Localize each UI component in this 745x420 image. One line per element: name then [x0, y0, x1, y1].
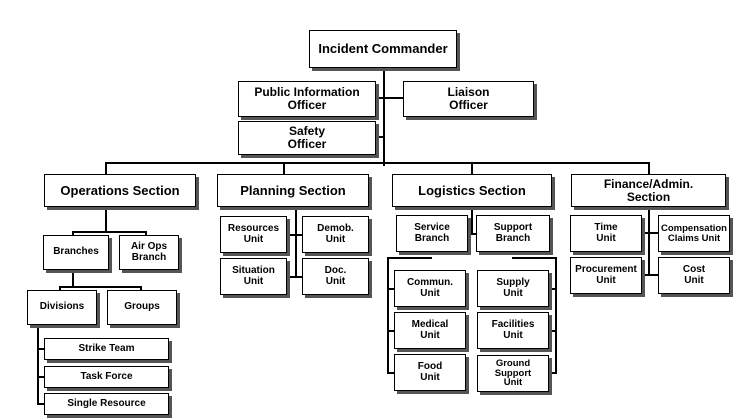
- single-resource-box: Single Resource: [44, 393, 169, 415]
- incident-commander-box: Incident Commander: [309, 30, 457, 68]
- medical-unit-box: Medical Unit: [394, 312, 466, 349]
- finance-admin-section-box: Finance/Admin. Section: [571, 174, 726, 207]
- ground-support-unit-box: Ground Support Unit: [477, 355, 549, 392]
- situation-unit-box: Situation Unit: [220, 258, 287, 295]
- support-branch-box: Support Branch: [476, 215, 550, 252]
- branches-box: Branches: [43, 235, 109, 270]
- facilities-unit-box: Facilities Unit: [477, 312, 549, 349]
- resources-unit-box: Resources Unit: [220, 216, 287, 253]
- commun-unit-box: Commun. Unit: [394, 270, 466, 307]
- time-unit-box: Time Unit: [570, 215, 642, 252]
- food-unit-box: Food Unit: [394, 354, 466, 391]
- safety-officer-box: Safety Officer: [238, 121, 376, 155]
- air-ops-branch-box: Air Ops Branch: [119, 235, 179, 270]
- liaison-officer-box: Liaison Officer: [403, 81, 534, 117]
- planning-section-box: Planning Section: [217, 174, 369, 207]
- supply-unit-box: Supply Unit: [477, 270, 549, 307]
- procurement-unit-box: Procurement Unit: [570, 257, 642, 294]
- task-force-box: Task Force: [44, 366, 169, 388]
- groups-box: Groups: [107, 290, 177, 325]
- service-branch-box: Service Branch: [396, 215, 468, 252]
- public-information-officer-box: Public Information Officer: [238, 81, 376, 117]
- doc-unit-box: Doc. Unit: [302, 258, 369, 295]
- logistics-section-box: Logistics Section: [392, 174, 552, 207]
- cost-unit-box: Cost Unit: [658, 257, 730, 294]
- operations-section-box: Operations Section: [44, 174, 196, 207]
- divisions-box: Divisions: [27, 290, 97, 325]
- strike-team-box: Strike Team: [44, 338, 169, 360]
- compensation-claims-unit-box: Compensation Claims Unit: [658, 215, 730, 252]
- demob-unit-box: Demob. Unit: [302, 216, 369, 253]
